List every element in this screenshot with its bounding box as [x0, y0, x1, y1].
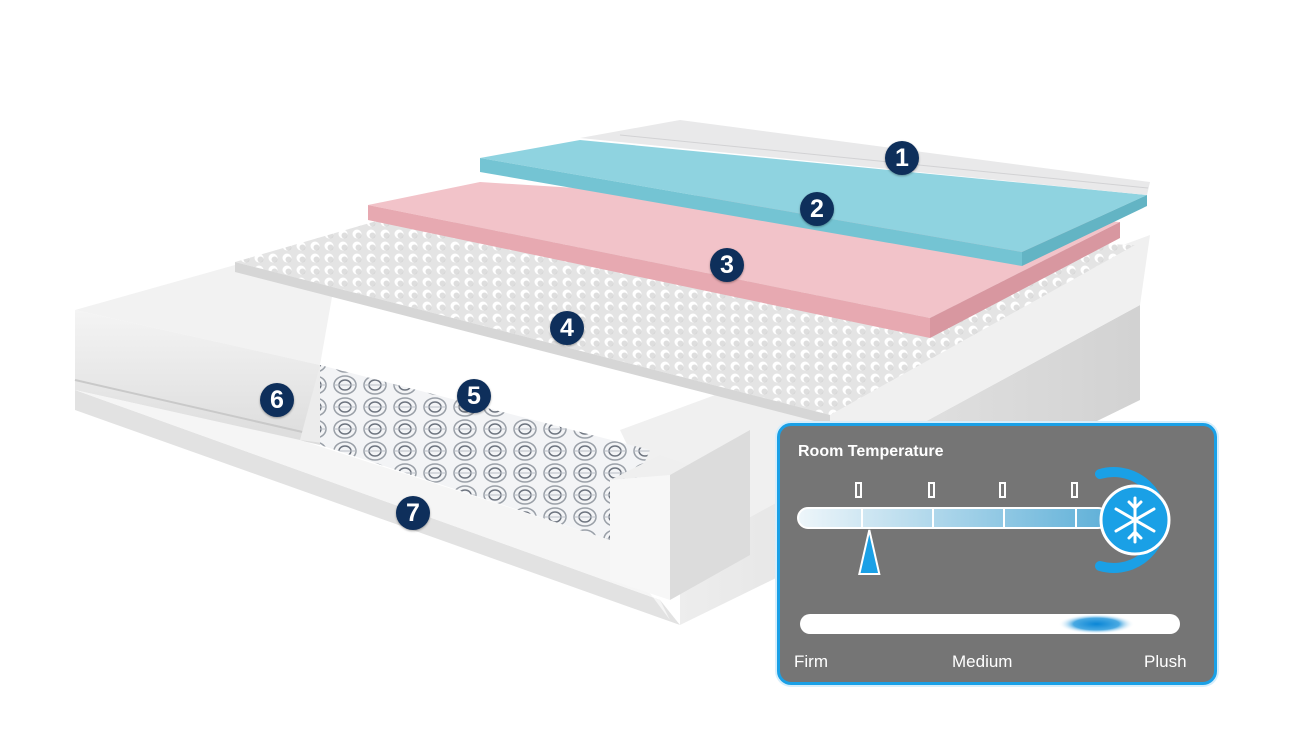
marker-layer-6: 6 [260, 383, 294, 417]
right-wall-front [610, 475, 670, 600]
base-top-right [620, 235, 1150, 555]
tick-4 [1071, 482, 1078, 498]
marker-layer-5: 5 [457, 379, 491, 413]
panel-title: Room Temperature [798, 443, 944, 460]
marker-1-label: 1 [895, 144, 909, 172]
feel-panel: Room Temperature [777, 423, 1217, 685]
tick-1 [855, 482, 862, 498]
layer-1-cover [580, 120, 1150, 195]
right-wall-side [670, 430, 750, 600]
marker-4-label: 4 [560, 314, 574, 342]
marker-3-label: 3 [720, 251, 734, 279]
plush-label: Plush [1144, 652, 1187, 671]
medium-label: Medium [952, 652, 1013, 671]
marker-layer-2: 2 [800, 192, 834, 226]
coil-core [320, 365, 650, 540]
tick-3 [999, 482, 1006, 498]
cooling-bulb [1095, 467, 1171, 573]
marker-layer-3: 3 [710, 248, 744, 282]
left-wall-top [75, 265, 335, 365]
panel-graphics [797, 467, 1180, 634]
marker-6-label: 6 [270, 386, 284, 414]
marker-layer-4: 4 [550, 311, 584, 345]
marker-7-label: 7 [406, 499, 420, 527]
marker-layer-7: 7 [396, 496, 430, 530]
marker-5-label: 5 [467, 382, 481, 410]
temperature-bar [797, 507, 1109, 529]
temperature-ticks [855, 482, 1078, 498]
firmness-indicator [1058, 614, 1135, 634]
tick-2 [928, 482, 935, 498]
left-wall-front [75, 310, 320, 445]
snowflake-icon [1114, 496, 1156, 544]
marker-2-label: 2 [810, 195, 824, 223]
marker-layer-1: 1 [885, 141, 919, 175]
firm-label: Firm [794, 652, 828, 671]
firmness-bar [800, 614, 1180, 634]
triangle-pointer-icon [858, 529, 881, 575]
right-wall-top [610, 455, 690, 480]
base-slab-front [75, 390, 680, 625]
